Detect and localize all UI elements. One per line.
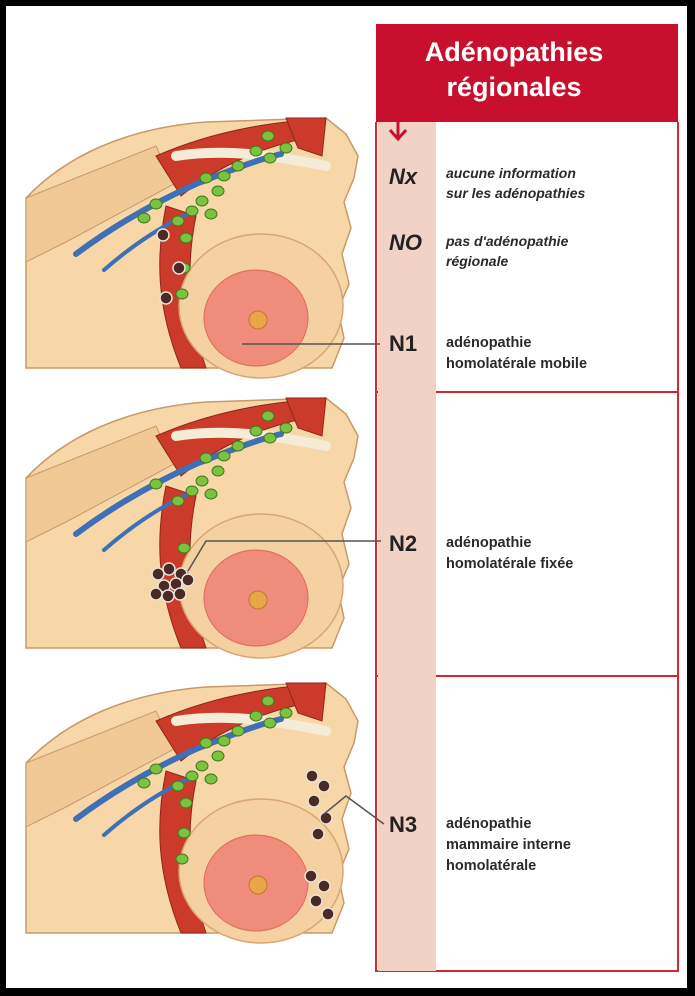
stage-desc-n0-line1: pas d'adénopathie	[445, 233, 569, 249]
lymph-node-normal	[280, 423, 292, 433]
lymph-node-normal	[280, 143, 292, 153]
lymph-node-normal	[212, 466, 224, 476]
lymph-node-affected	[150, 588, 162, 600]
stage-desc-n2-line1: adénopathie	[446, 535, 531, 551]
lymph-node-affected	[157, 229, 169, 241]
stage-desc-n3-line3: homolatérale	[446, 858, 536, 874]
lymph-node-normal	[262, 696, 274, 706]
header-box: Adénopathies régionales	[376, 24, 678, 122]
lymph-node-normal	[232, 726, 244, 736]
stage-code-nx: Nx	[389, 164, 418, 189]
stage-desc-n2-line2: homolatérale fixée	[446, 556, 573, 572]
lymph-node-normal	[218, 171, 230, 181]
lymph-node-normal	[262, 131, 274, 141]
lymph-node-affected	[160, 292, 172, 304]
lymph-node-normal	[280, 708, 292, 718]
lymph-node-normal	[232, 441, 244, 451]
lymph-node-normal	[250, 146, 262, 156]
stage-desc-n1-line2: homolatérale mobile	[446, 356, 587, 372]
lymph-node-normal	[205, 489, 217, 499]
stage-code-n2: N2	[389, 531, 417, 556]
lymph-node-affected	[320, 812, 332, 824]
lymph-node-normal	[264, 153, 276, 163]
lymph-node-affected	[310, 895, 322, 907]
lymph-node-normal	[178, 828, 190, 838]
lymph-node-affected	[152, 568, 164, 580]
breast-illustration-n1	[26, 118, 358, 378]
lymph-node-normal	[186, 771, 198, 781]
lymph-node-affected	[174, 588, 186, 600]
figure-frame: Adénopathies régionales Nx NO N1 N2 N3 a…	[6, 6, 687, 988]
lymph-node-normal	[264, 433, 276, 443]
nipple	[249, 591, 267, 609]
lymph-node-normal	[250, 426, 262, 436]
lymph-node-normal	[180, 798, 192, 808]
lymph-node-affected	[318, 780, 330, 792]
lymph-node-normal	[250, 711, 262, 721]
lymph-node-normal	[212, 186, 224, 196]
lymph-node-normal	[172, 781, 184, 791]
lymph-node-affected	[322, 908, 334, 920]
lymph-node-normal	[138, 213, 150, 223]
lymph-node-normal	[200, 173, 212, 183]
lymph-node-normal	[262, 411, 274, 421]
lymph-node-affected	[318, 880, 330, 892]
lymph-node-affected	[312, 828, 324, 840]
breast-illustration-n3	[26, 683, 358, 943]
nipple	[249, 876, 267, 894]
lymph-node-normal	[196, 196, 208, 206]
lymph-node-normal	[178, 543, 190, 553]
lymph-node-normal	[176, 854, 188, 864]
lymph-node-normal	[218, 736, 230, 746]
lymph-node-normal	[172, 216, 184, 226]
stage-desc-nx-line2: sur les adénopathies	[446, 185, 585, 201]
lymph-node-normal	[212, 751, 224, 761]
lymph-node-normal	[218, 451, 230, 461]
stage-desc-nx-line1: aucune information	[446, 165, 576, 181]
lymph-node-affected	[182, 574, 194, 586]
header-line2: régionales	[446, 72, 581, 102]
lymph-node-affected	[308, 795, 320, 807]
lymph-node-normal	[205, 209, 217, 219]
nipple	[249, 311, 267, 329]
lymph-node-normal	[150, 199, 162, 209]
lymph-node-normal	[176, 289, 188, 299]
lymph-node-normal	[150, 479, 162, 489]
lymph-node-affected	[163, 563, 175, 575]
stage-code-n0: NO	[389, 230, 422, 255]
lymph-node-normal	[180, 233, 192, 243]
stage-desc-n3-line2: mammaire interne	[446, 837, 571, 853]
lymph-node-normal	[138, 778, 150, 788]
stage-desc-n3-line1: adénopathie	[446, 816, 531, 832]
lymph-node-affected	[305, 870, 317, 882]
lymph-node-normal	[196, 761, 208, 771]
lymph-node-normal	[186, 486, 198, 496]
lymph-node-normal	[264, 718, 276, 728]
lymph-node-affected	[173, 262, 185, 274]
stage-desc-n0-line2: régionale	[446, 253, 508, 269]
lymph-node-normal	[186, 206, 198, 216]
lymph-node-normal	[200, 738, 212, 748]
header-line1: Adénopathies	[425, 37, 604, 67]
lymph-node-normal	[196, 476, 208, 486]
lymph-node-normal	[172, 496, 184, 506]
tnm-n-staging-diagram: Adénopathies régionales Nx NO N1 N2 N3 a…	[6, 6, 687, 988]
lymph-node-normal	[200, 453, 212, 463]
lymph-node-normal	[150, 764, 162, 774]
lymph-node-affected	[306, 770, 318, 782]
stage-code-n3: N3	[389, 812, 417, 837]
stage-desc-n1-line1: adénopathie	[446, 335, 531, 351]
breast-illustration-n2	[26, 398, 358, 658]
lymph-node-normal	[205, 774, 217, 784]
lymph-node-affected	[162, 590, 174, 602]
stage-code-n1: N1	[389, 331, 417, 356]
lymph-node-normal	[232, 161, 244, 171]
